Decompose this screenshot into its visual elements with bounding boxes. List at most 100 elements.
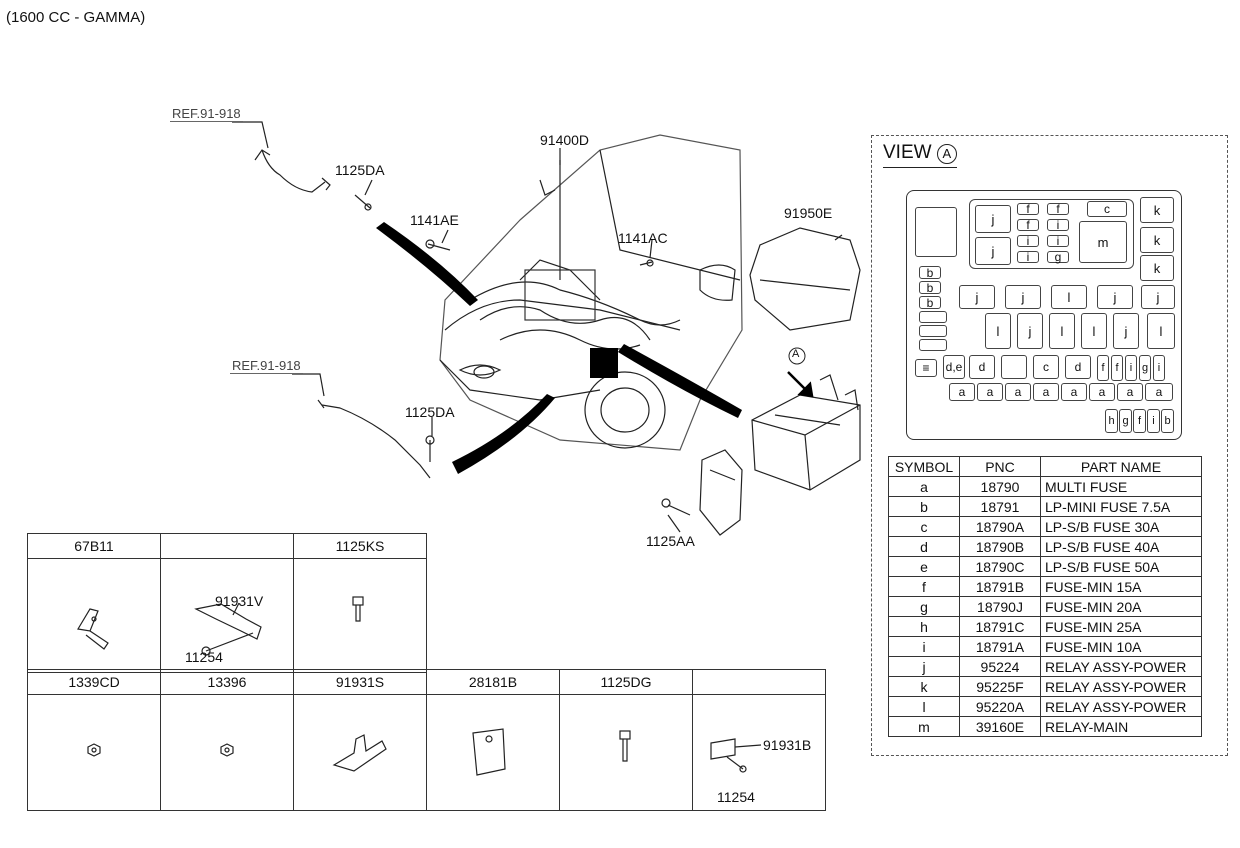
fuse-slot-a: a — [1061, 383, 1087, 401]
fuse-slot-b: b — [919, 266, 941, 280]
part-name-cell: RELAY ASSY-POWER — [1040, 656, 1202, 677]
view-title-underline — [883, 167, 957, 168]
fuse-slot-d: d — [1065, 355, 1091, 379]
part-cell — [27, 558, 161, 673]
fuse-slot-c: c — [1033, 355, 1059, 379]
relay-slot-j: j — [1005, 285, 1041, 309]
pnc-cell: 18791C — [959, 616, 1041, 637]
fuse-slot-f: f — [1133, 409, 1146, 433]
part-header — [160, 533, 294, 559]
fuse-slot-a: a — [1089, 383, 1115, 401]
engine-title: (1600 CC - GAMMA) — [6, 9, 146, 26]
fuse-slot-h: h — [1105, 409, 1118, 433]
pnc-cell: 39160E — [959, 716, 1041, 737]
part-cell — [293, 694, 427, 811]
relay-slot-k: k — [1140, 197, 1174, 223]
symbol-cell: i — [888, 636, 960, 657]
fuse-slot-i: i — [1147, 409, 1160, 433]
part-cell — [160, 694, 294, 811]
bolt-icon — [352, 596, 364, 622]
pnc-cell: 95224 — [959, 656, 1041, 677]
part-name-cell: MULTI FUSE — [1040, 476, 1202, 497]
relay-slot-l: l — [1051, 285, 1087, 309]
bolt-icon — [619, 730, 631, 762]
fuse-slot-d: d — [969, 355, 995, 379]
part-label: 11254 — [717, 789, 755, 805]
fuse-slot-a: a — [949, 383, 975, 401]
part-name-cell: FUSE-MIN 10A — [1040, 636, 1202, 657]
fuse-box-layout: j j f f f i i i i g c m k k k b b b j j … — [906, 190, 1182, 440]
callout-1125aa: 1125AA — [646, 533, 695, 549]
pnc-cell: 95220A — [959, 696, 1041, 717]
fuse-slot-a: a — [1145, 383, 1173, 401]
relay-slot-j: j — [1141, 285, 1175, 309]
relay-slot-k: k — [1140, 227, 1174, 253]
relay-slot-j: j — [1113, 313, 1139, 349]
fuse-slot-empty — [1001, 355, 1027, 379]
fuse-slot-j: j — [975, 237, 1011, 265]
bracket-bolt-icon — [710, 738, 762, 773]
symbol-cell: a — [888, 476, 960, 497]
pnc-cell: 18790J — [959, 596, 1041, 617]
pnc-cell: 18790C — [959, 556, 1041, 577]
part-name-cell: LP-MINI FUSE 7.5A — [1040, 496, 1202, 517]
parts-table-row1: 67B11 1125KS 91931V 11254 — [27, 533, 427, 673]
part-name-cell: RELAY-MAIN — [1040, 716, 1202, 737]
bracket-bolt-icon — [194, 602, 262, 656]
symbol-cell: e — [888, 556, 960, 577]
part-header: 28181B — [426, 669, 560, 695]
symbol-cell: h — [888, 616, 960, 637]
part-header: 1125DG — [559, 669, 693, 695]
callout-1125da-top: 1125DA — [335, 162, 385, 178]
part-label: 91931V — [215, 593, 264, 609]
view-marker-circle: A — [936, 144, 957, 164]
relay-slot-m: m — [1079, 221, 1127, 263]
ref-label-mid: REF.91-918 — [230, 358, 303, 374]
part-cell: 91931B 11254 — [692, 694, 826, 811]
fuse-slot-i: i — [1047, 218, 1069, 232]
part-cell: 91931V 11254 — [160, 558, 294, 673]
ref-label-top: REF.91-918 — [170, 106, 243, 122]
part-header: 1339CD — [27, 669, 161, 695]
relay-slot-k: k — [1140, 255, 1174, 281]
fuse-slot-a: a — [1005, 383, 1031, 401]
symbol-cell: l — [888, 696, 960, 717]
fuse-slot-a: a — [977, 383, 1003, 401]
fuse-slot-g: g — [1139, 355, 1151, 381]
relay-slot-l: l — [1147, 313, 1175, 349]
fuse-slot-b: b — [1161, 409, 1174, 433]
nut-icon — [220, 743, 234, 757]
part-header: 13396 — [160, 669, 294, 695]
bracket-icon — [332, 734, 387, 772]
part-label: 11254 — [185, 649, 223, 665]
fuse-slot-f: f — [1017, 202, 1039, 216]
relay-slot-j: j — [959, 285, 995, 309]
part-name-cell: FUSE-MIN 15A — [1040, 576, 1202, 597]
pnc-cell: 18791B — [959, 576, 1041, 597]
fuse-slot-i: i — [1125, 355, 1137, 381]
fuse-slot-g: g — [1047, 250, 1069, 264]
relay-slot-l: l — [1049, 313, 1075, 349]
col-header-part-name: PART NAME — [1040, 456, 1202, 477]
fuse-slot-a: a — [1117, 383, 1143, 401]
view-title-text: VIEW — [883, 142, 932, 163]
symbol-cell: g — [888, 596, 960, 617]
part-name-cell: FUSE-MIN 25A — [1040, 616, 1202, 637]
view-a-panel — [871, 135, 1228, 756]
part-cell — [426, 694, 560, 811]
callout-1125da-mid: 1125DA — [405, 404, 455, 420]
fuse-slot-b: b — [919, 281, 941, 295]
fuse-slot-f: f — [1017, 218, 1039, 232]
fuse-slot-i: i — [1017, 234, 1039, 248]
